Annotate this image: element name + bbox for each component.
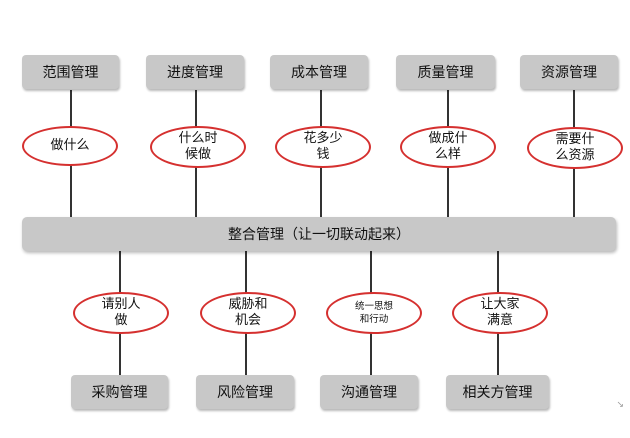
oval-text-line: 请别人 bbox=[101, 297, 141, 312]
oval-text-line: 花多少 bbox=[303, 131, 343, 146]
box-quality-management: 质量管理 bbox=[396, 55, 495, 89]
oval-text-line: 做成什 bbox=[428, 131, 468, 146]
box-cost-management: 成本管理 bbox=[270, 55, 368, 89]
oval-text-line: 和行动 bbox=[359, 314, 389, 325]
oval-text-line: 机会 bbox=[234, 313, 261, 328]
oval-ask-others-to-do: 请别人做 bbox=[73, 292, 169, 334]
oval-unify-thought-and-action: 统一思想和行动 bbox=[326, 292, 422, 334]
oval-what-to-do: 做什么 bbox=[22, 126, 118, 166]
oval-text-line: 钱 bbox=[316, 147, 330, 162]
oval-what-quality: 做成什么样 bbox=[400, 126, 496, 168]
oval-what-resources: 需要什么资源 bbox=[527, 127, 623, 169]
oval-text-line: 什么时 bbox=[178, 131, 218, 146]
oval-text-line: 需要什 bbox=[555, 132, 595, 147]
oval-text-line: 统一思想 bbox=[354, 301, 393, 312]
oval-text-line: 候做 bbox=[184, 147, 211, 162]
box-resource-management: 资源管理 bbox=[520, 55, 618, 89]
box-communications-management: 沟通管理 bbox=[320, 375, 418, 409]
box-risk-management: 风险管理 bbox=[196, 375, 294, 409]
corner-mark: ↘ bbox=[616, 400, 624, 410]
oval-text-line: 么样 bbox=[434, 147, 461, 162]
oval-threats-and-opportunities: 威胁和机会 bbox=[200, 292, 296, 334]
oval-make-everyone-satisfied: 让大家满意 bbox=[452, 292, 548, 334]
box-schedule-management: 进度管理 bbox=[146, 55, 244, 89]
oval-text-line: 么资源 bbox=[555, 148, 595, 163]
oval-text-line: 威胁和 bbox=[228, 297, 268, 312]
box-scope-management: 范围管理 bbox=[22, 55, 119, 89]
oval-text-line: 做什么 bbox=[50, 138, 90, 153]
integration-management-bar: 整合管理（让一切联动起来） bbox=[22, 217, 616, 251]
oval-when-to-do: 什么时候做 bbox=[150, 126, 246, 168]
oval-text-line: 满意 bbox=[486, 313, 513, 328]
oval-how-much-money: 花多少钱 bbox=[275, 126, 371, 168]
oval-text-line: 做 bbox=[114, 313, 128, 328]
box-stakeholder-management: 相关方管理 bbox=[446, 375, 549, 409]
oval-text-line: 让大家 bbox=[480, 297, 520, 312]
box-procurement-management: 采购管理 bbox=[71, 375, 168, 409]
